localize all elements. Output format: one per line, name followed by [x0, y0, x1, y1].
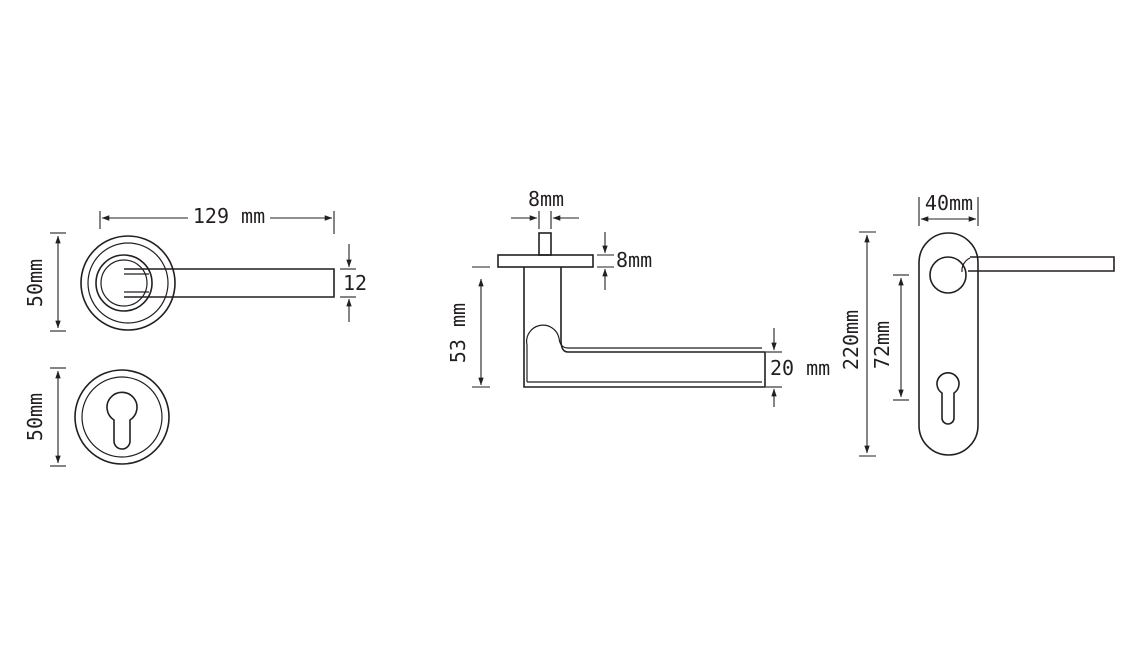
plate-keyhole-icon: [936, 372, 960, 425]
rose-plate: [497, 254, 594, 268]
lever-body: [523, 267, 766, 388]
plate-lever-neck: [961, 257, 971, 273]
lever-arm: [124, 268, 335, 298]
escutcheon-diameter-label: 50mm: [23, 393, 47, 441]
lever-boss: [929, 256, 967, 294]
plate-height-label: 220mm: [839, 310, 863, 370]
lever-neck-outer: [95, 254, 153, 312]
lever-neck-inner: [100, 259, 148, 307]
escutcheon-view: 50mm: [23, 367, 170, 467]
side-view: 8mm 8mm 53 mm 20 mm: [446, 187, 830, 407]
spindle-width-label: 8mm: [528, 187, 564, 211]
escutcheon-outer: [74, 369, 170, 465]
lever-height-label: 20 mm: [770, 356, 830, 380]
spindle: [538, 232, 552, 256]
rose-diameter-label: 50mm: [23, 259, 47, 307]
escutcheon-inner: [81, 376, 163, 458]
backplate: [918, 232, 979, 456]
rose-lever-view: 129 mm 50mm 12: [23, 204, 367, 332]
projection-label: 53 mm: [446, 303, 470, 363]
lever-length-label: 129 mm: [193, 204, 265, 228]
plate-lever-arm: [968, 256, 1115, 272]
keyhole-icon: [106, 391, 138, 450]
centre-distance-label: 72mm: [870, 321, 894, 369]
lever-arm-inner: [124, 273, 149, 293]
rose-outer: [80, 235, 176, 331]
rose-inner: [87, 242, 169, 324]
lever-inner-line: [526, 324, 762, 382]
lever-thickness-label: 12: [343, 271, 367, 295]
rose-thickness-label: 8mm: [616, 248, 652, 272]
backplate-view: 40mm 220mm 72mm: [839, 191, 1115, 457]
plate-width-label: 40mm: [925, 191, 973, 215]
